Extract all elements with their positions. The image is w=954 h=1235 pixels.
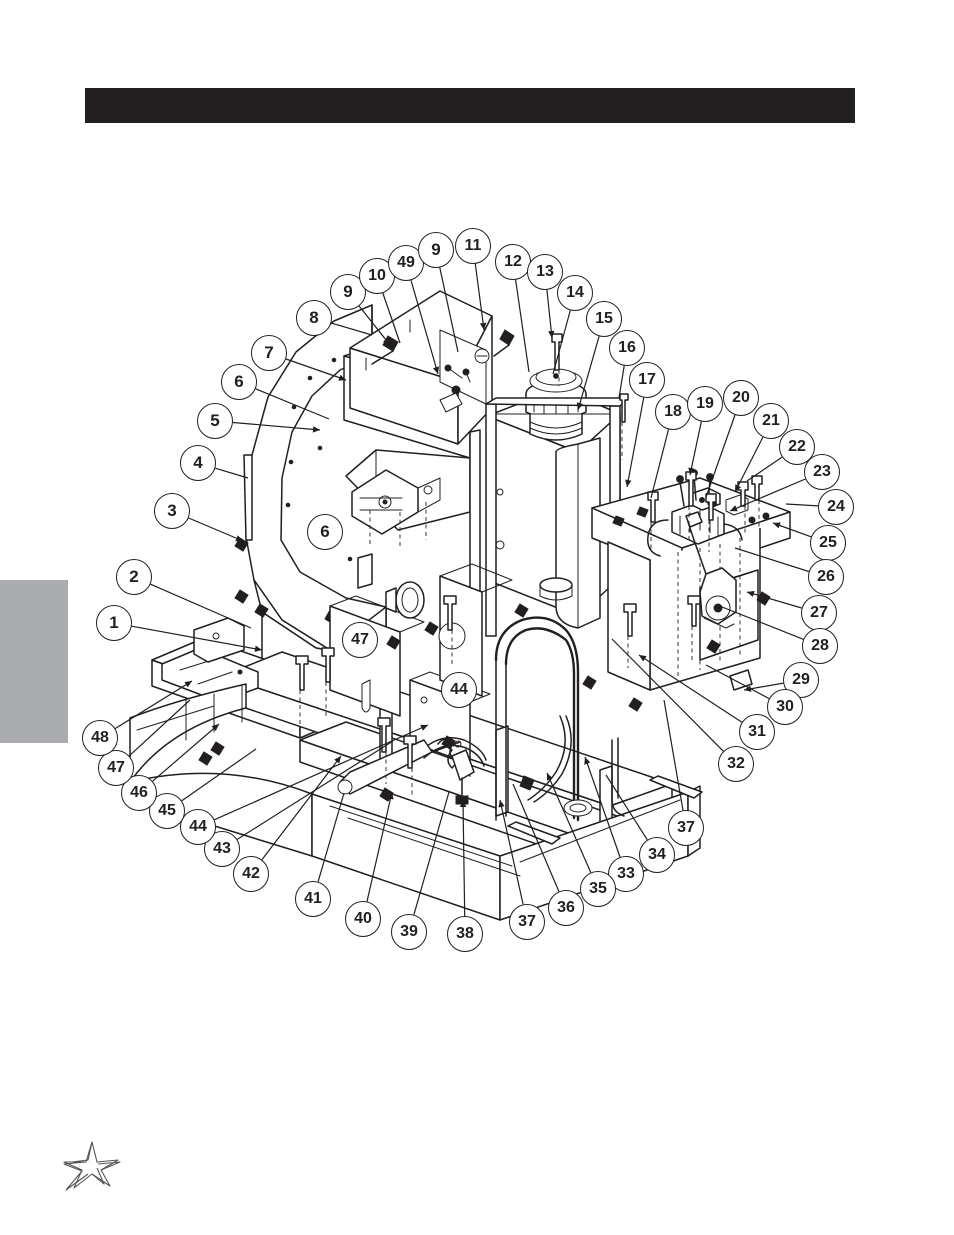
callout-29[interactable]: 29 [783,662,819,698]
callout-37[interactable]: 37 [668,810,704,846]
callout-26[interactable]: 26 [808,559,844,595]
callout-11[interactable]: 11 [455,228,491,264]
callout-31[interactable]: 31 [739,714,775,750]
page-header-bar [85,88,855,123]
callout-40[interactable]: 40 [345,901,381,937]
callout-9[interactable]: 9 [418,232,454,268]
callout-1[interactable]: 1 [96,605,132,641]
callout-42[interactable]: 42 [233,856,269,892]
callout-41[interactable]: 41 [295,881,331,917]
callout-15[interactable]: 15 [586,301,622,337]
callout-13[interactable]: 13 [527,254,563,290]
callout-32[interactable]: 32 [718,746,754,782]
callout-38[interactable]: 38 [447,916,483,952]
callout-47[interactable]: 47 [98,750,134,786]
callout-27[interactable]: 27 [801,595,837,631]
callout-28[interactable]: 28 [802,628,838,664]
callout-39[interactable]: 39 [391,914,427,950]
callout-44[interactable]: 44 [441,672,477,708]
callout-12[interactable]: 12 [495,244,531,280]
callout-34[interactable]: 34 [639,837,675,873]
callout-17[interactable]: 17 [629,362,665,398]
callout-24[interactable]: 24 [818,489,854,525]
callout-46[interactable]: 46 [121,775,157,811]
roll-bar-tube [494,616,580,822]
callout-19[interactable]: 19 [687,386,723,422]
callout-30[interactable]: 30 [767,689,803,725]
callout-4[interactable]: 4 [180,445,216,481]
callout-16[interactable]: 16 [609,330,645,366]
callout-23[interactable]: 23 [804,454,840,490]
callout-8[interactable]: 8 [296,300,332,336]
callout-18[interactable]: 18 [655,394,691,430]
section-side-tab [0,580,68,743]
blower-intake-parts [357,553,425,619]
callout-2[interactable]: 2 [116,559,152,595]
callout-36[interactable]: 36 [548,890,584,926]
callout-44[interactable]: 44 [180,809,216,845]
callout-3[interactable]: 3 [154,493,190,529]
callout-37[interactable]: 37 [509,904,545,940]
callout-21[interactable]: 21 [753,403,789,439]
callout-5[interactable]: 5 [197,403,233,439]
callout-35[interactable]: 35 [580,871,616,907]
callout-7[interactable]: 7 [251,335,287,371]
callout-25[interactable]: 25 [810,525,846,561]
callout-14[interactable]: 14 [557,275,593,311]
star-logo [58,1136,128,1198]
callout-48[interactable]: 48 [82,720,118,756]
callout-20[interactable]: 20 [723,380,759,416]
callout-6[interactable]: 6 [307,514,343,550]
callout-6[interactable]: 6 [221,364,257,400]
callout-47[interactable]: 47 [342,622,378,658]
